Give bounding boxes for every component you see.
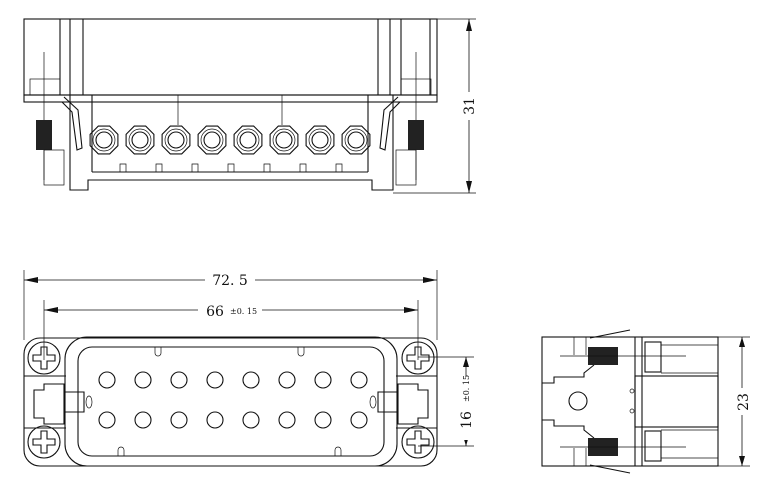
contact-nuts-row [89, 125, 371, 155]
contact-pin [134, 411, 152, 429]
contact-pins [98, 371, 368, 429]
notch [227, 163, 235, 172]
notch [155, 163, 163, 172]
contact-nut [305, 125, 335, 155]
notch [191, 163, 199, 172]
width-dimension-72-5: 72. 5 [212, 273, 248, 289]
phillips-cross-icon [32, 346, 56, 370]
contact-nut-ring [128, 128, 152, 152]
contact-pin [314, 411, 332, 429]
contact-pin [278, 411, 296, 429]
contact-nut-ring [344, 128, 368, 152]
contact-pin [170, 411, 188, 429]
contact-nut [125, 125, 155, 155]
contact-pin [350, 371, 368, 389]
mounting-screws [27, 341, 435, 459]
contact-pin [206, 411, 224, 429]
contact-pin [350, 411, 368, 429]
contact-nut [341, 125, 371, 155]
notch [335, 163, 343, 172]
contact-nut-ring [92, 128, 116, 152]
contact-nut [89, 125, 119, 155]
screw-head [401, 425, 435, 459]
contact-nut-ring [164, 128, 188, 152]
screw-head [401, 341, 435, 375]
contact-hole [167, 131, 185, 149]
contact-pin [98, 411, 116, 429]
contact-pin [170, 371, 188, 389]
contact-nut [197, 125, 227, 155]
contact-pin [134, 371, 152, 389]
screw-pitch-dimension-66: 66 [206, 304, 224, 320]
contact-nut-ring [272, 128, 296, 152]
contact-pin [314, 371, 332, 389]
contact-nut-ring [236, 128, 260, 152]
screw-pitch-tolerance: ±0. 15 [230, 307, 257, 316]
bottom-notches [119, 163, 343, 172]
phillips-cross-icon [32, 430, 56, 454]
height-dimension-23: 23 [736, 393, 752, 411]
notch [299, 163, 307, 172]
top-view: 31 [23, 18, 478, 194]
phillips-cross-icon [406, 346, 430, 370]
contact-pin [206, 371, 224, 389]
contact-nut [233, 125, 263, 155]
phillips-cross-icon [406, 430, 430, 454]
contact-hole [347, 131, 365, 149]
contact-hole [203, 131, 221, 149]
screw-head [27, 425, 61, 459]
contact-hole [239, 131, 257, 149]
contact-nut [269, 125, 299, 155]
contact-hole [95, 131, 113, 149]
contact-nut [161, 125, 191, 155]
vertical-pitch-dimension-16: 16 [459, 411, 475, 429]
contact-hole [131, 131, 149, 149]
screw-head [27, 341, 61, 375]
front-view: 72. 5 66 ±0. 15 16 ±0. 15 [23, 270, 478, 467]
notch [263, 163, 271, 172]
contact-pin [278, 371, 296, 389]
notch [119, 163, 127, 172]
contact-hole [275, 131, 293, 149]
vertical-pitch-tolerance: ±0. 15 [462, 375, 471, 402]
contact-pin [98, 371, 116, 389]
contact-nut-ring [308, 128, 332, 152]
height-dimension-31: 31 [462, 97, 478, 115]
side-view: 23 [541, 329, 752, 474]
contact-pin [242, 371, 260, 389]
contact-nut-ring [200, 128, 224, 152]
contact-pin [242, 411, 260, 429]
contact-hole [311, 131, 329, 149]
